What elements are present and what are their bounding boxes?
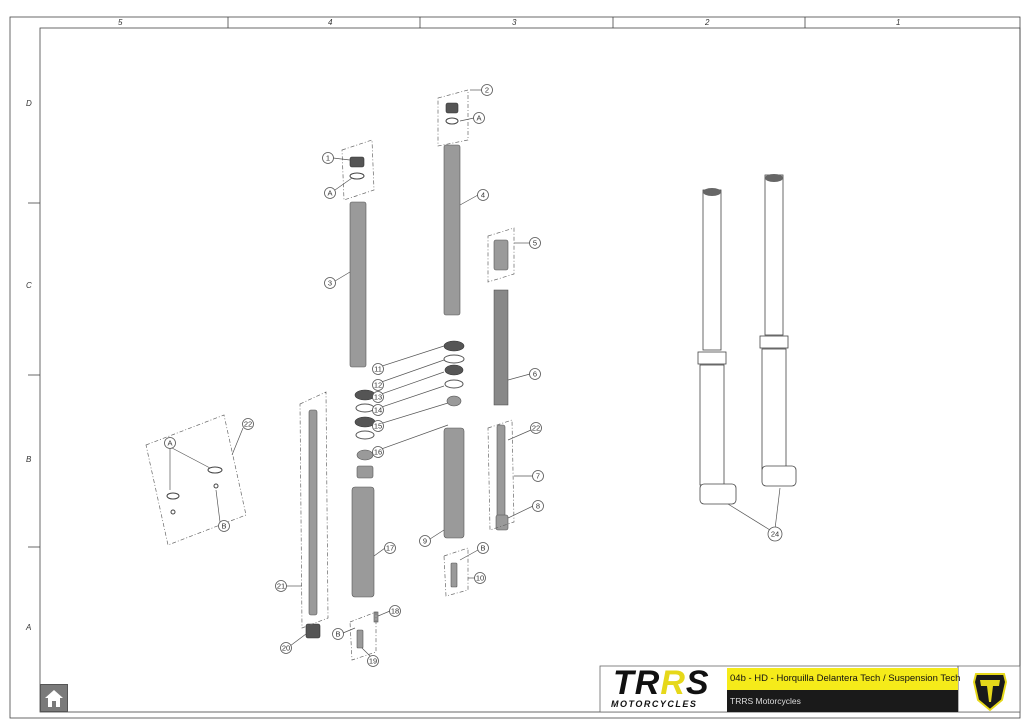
callout-17: 17 <box>384 542 396 554</box>
home-button[interactable] <box>40 684 68 712</box>
left-leg-parts <box>166 102 509 649</box>
leader-lines <box>169 89 781 657</box>
svg-text:17: 17 <box>386 544 394 553</box>
svg-text:10: 10 <box>476 574 484 583</box>
callout-22-left: 22 <box>242 418 254 430</box>
callout-1: 1 <box>322 152 334 164</box>
callout-3: 3 <box>324 277 336 289</box>
callout-9: 9 <box>419 535 431 547</box>
group-boxes <box>145 89 515 661</box>
svg-text:12: 12 <box>374 381 382 390</box>
ruler-row-a: A <box>25 623 31 632</box>
callout-22-right: 22 <box>530 422 542 434</box>
fork-tube-3 <box>349 201 367 368</box>
svg-text:14: 14 <box>374 406 382 415</box>
svg-text:B: B <box>221 522 226 531</box>
ruler-col-5: 5 <box>118 18 123 27</box>
trrs-shield-logo <box>972 673 1008 712</box>
cartridge-21 <box>308 409 318 616</box>
logo-subtext: MOTORCYCLES <box>611 699 698 709</box>
lower-leg-17 <box>351 486 375 598</box>
svg-text:A: A <box>327 189 332 198</box>
svg-text:15: 15 <box>374 422 382 431</box>
svg-text:13: 13 <box>374 393 382 402</box>
callout-4: 4 <box>477 189 489 201</box>
callout-18: 18 <box>389 605 401 617</box>
ruler-col-2: 2 <box>704 18 710 27</box>
svg-text:B: B <box>335 630 340 639</box>
svg-text:22: 22 <box>532 424 540 433</box>
svg-text:A: A <box>167 439 172 448</box>
svg-text:2: 2 <box>485 86 489 95</box>
spring-6 <box>493 289 509 406</box>
fork-tube-4 <box>443 144 461 316</box>
svg-text:A: A <box>476 114 481 123</box>
svg-text:6: 6 <box>533 370 537 379</box>
callout-13: 13 <box>372 391 384 403</box>
callout-19: 19 <box>367 655 379 667</box>
callout-b-1: B <box>477 542 489 554</box>
callout-21: 21 <box>275 580 287 592</box>
svg-text:4: 4 <box>481 191 485 200</box>
svg-text:1: 1 <box>326 154 330 163</box>
trrs-logo: TRRS MOTORCYCLES <box>607 664 725 712</box>
callout-b-2: B <box>332 628 344 640</box>
ruler-col-4: 4 <box>328 18 333 27</box>
callout-6: 6 <box>529 368 541 380</box>
assembled-fork <box>697 174 797 505</box>
callout-16: 16 <box>372 446 384 458</box>
callout-8: 8 <box>532 500 544 512</box>
callout-b-3: B <box>218 520 230 532</box>
svg-text:20: 20 <box>282 644 290 653</box>
svg-text:16: 16 <box>374 448 382 457</box>
inner-frame <box>39 27 1021 713</box>
svg-text:B: B <box>480 544 485 553</box>
svg-text:3: 3 <box>328 279 332 288</box>
callout-24: 24 <box>767 526 783 542</box>
lower-leg-9 <box>443 427 465 539</box>
ruler-ticks <box>28 17 806 548</box>
callout-a-1: A <box>324 187 336 199</box>
drawing-subtitle: TRRS Motorcycles <box>727 690 958 712</box>
svg-text:8: 8 <box>536 502 540 511</box>
ruler-col-3: 3 <box>512 18 517 27</box>
svg-text:18: 18 <box>391 607 399 616</box>
svg-text:5: 5 <box>533 239 537 248</box>
svg-text:9: 9 <box>423 537 427 546</box>
svg-text:11: 11 <box>374 365 382 374</box>
outer-frame <box>9 16 1021 719</box>
svg-text:19: 19 <box>369 657 377 666</box>
callout-5: 5 <box>529 237 541 249</box>
callout-20: 20 <box>280 642 292 654</box>
svg-text:21: 21 <box>277 582 285 591</box>
callout-14: 14 <box>372 404 384 416</box>
ruler-row-c: C <box>26 281 32 290</box>
fork-cap <box>349 156 365 168</box>
callout-10: 10 <box>474 572 486 584</box>
callout-11: 11 <box>372 363 384 375</box>
ruler-row-b: B <box>26 455 32 464</box>
svg-text:22: 22 <box>244 420 252 429</box>
o-ring <box>349 172 365 180</box>
callout-a-2: A <box>473 112 485 124</box>
callout-a-3: A <box>164 437 176 449</box>
callout-7: 7 <box>532 470 544 482</box>
logo-text: TRRS <box>613 664 710 702</box>
ruler-col-1: 1 <box>896 18 900 27</box>
ruler-row-d: D <box>26 99 32 108</box>
svg-text:7: 7 <box>536 472 540 481</box>
svg-text:24: 24 <box>771 530 779 539</box>
drawing-title: 04b - HD - Horquilla Delantera Tech / Su… <box>727 668 960 690</box>
home-icon <box>45 690 63 707</box>
callout-2: 2 <box>481 84 493 96</box>
callout-12: 12 <box>372 379 384 391</box>
callout-15: 15 <box>372 420 384 432</box>
